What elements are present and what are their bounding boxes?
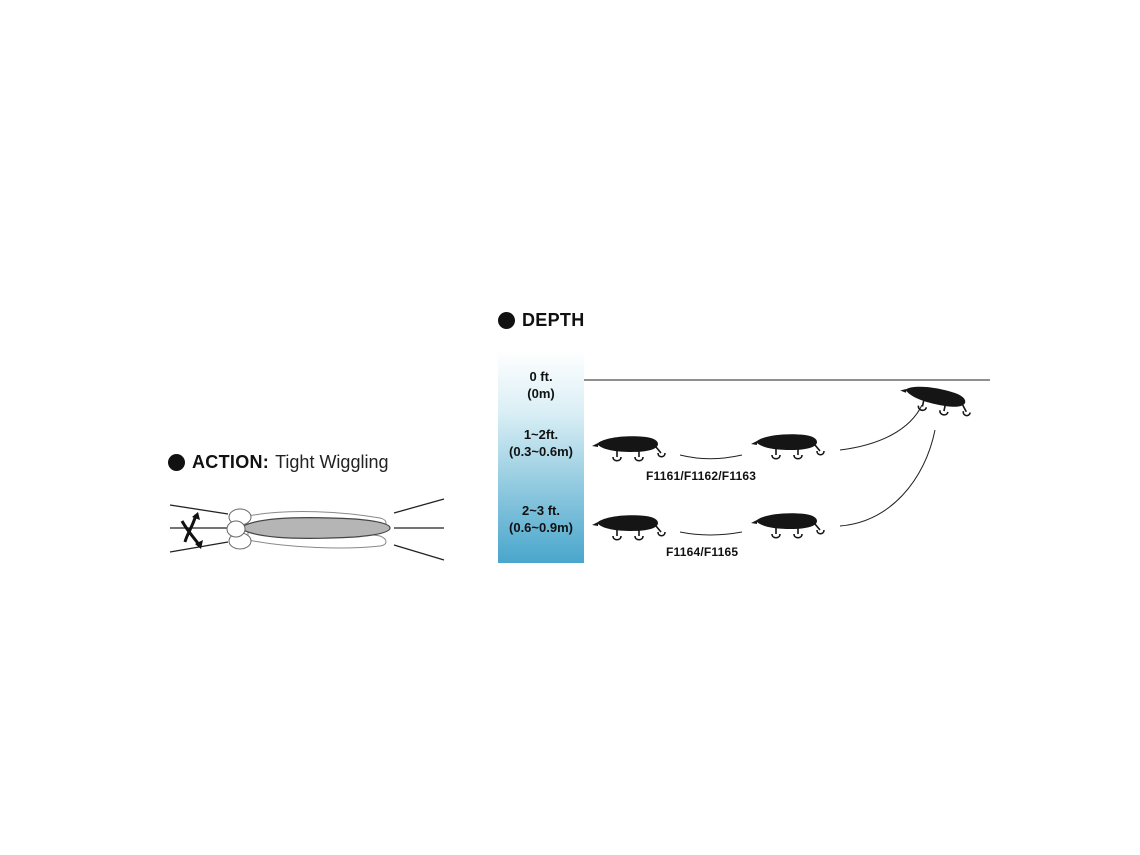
swim-paths (679, 404, 936, 536)
bullet-dot-icon (498, 312, 515, 329)
action-heading: ACTION: Tight Wiggling (168, 452, 388, 473)
depth-level-0-ft: 0 ft. (529, 369, 553, 384)
depth-level-2-m: (0.6~0.9m) (509, 520, 573, 535)
model-label-deep: F1164/F1165 (666, 545, 739, 559)
depth-label: DEPTH (522, 310, 585, 330)
depth-gauge: 0 ft. (0m) 1~2ft. (0.3~0.6m) 2~3 ft. (0.… (498, 350, 584, 563)
depth-level-1-ft: 1~2ft. (523, 427, 559, 442)
depth-level-2: 2~3 ft. (0.6~0.9m) (498, 502, 584, 536)
model-label-shallow: F1161/F1162/F1163 (646, 469, 757, 483)
swing-arrows-icon (180, 512, 203, 549)
depth-level-0: 0 ft. (0m) (498, 368, 584, 402)
action-illustration (169, 498, 445, 561)
depth-level-0-m: (0m) (527, 386, 555, 401)
action-label: ACTION: (192, 452, 270, 472)
lure-lip (226, 508, 252, 550)
depth-heading: DEPTH (498, 310, 585, 331)
lure-icon (750, 512, 825, 539)
lure-icon (591, 514, 666, 541)
lure-icon (750, 433, 825, 460)
bullet-dot-icon (168, 454, 185, 471)
depth-level-1-m: (0.3~0.6m) (509, 444, 573, 459)
lure-icon (896, 380, 975, 421)
action-value: Tight Wiggling (275, 452, 389, 472)
depth-level-2-ft: 2~3 ft. (522, 503, 560, 518)
lure-body (238, 516, 391, 540)
lure-icon (591, 435, 666, 462)
depth-level-1: 1~2ft. (0.3~0.6m) (498, 426, 584, 460)
